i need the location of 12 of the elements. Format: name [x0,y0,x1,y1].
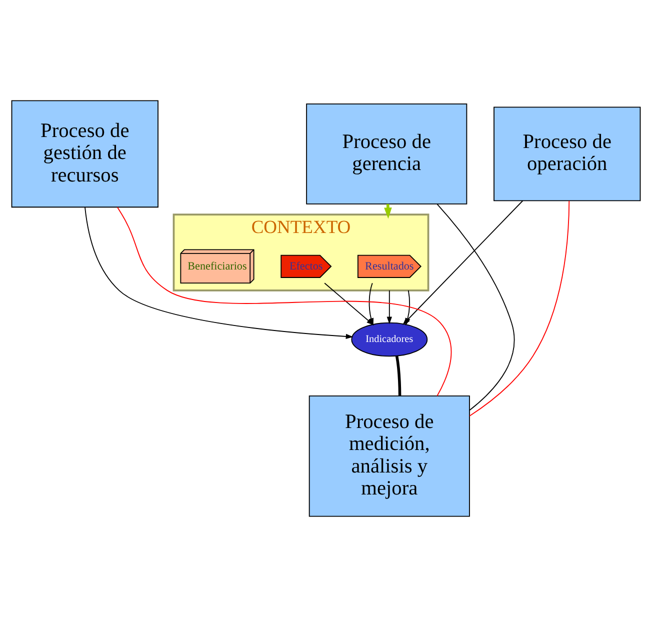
node-box: Proceso de operación [494,106,641,202]
connector [469,200,570,416]
node-box: Proceso de gerencia [306,103,468,204]
connector [116,206,452,396]
connector [436,204,515,411]
connector [395,356,402,396]
node-box: Proceso de medición, análisis y mejora [308,396,470,517]
node-ellipse: Indicadores [351,322,428,357]
arrow [84,206,354,340]
node-box: Proceso de gestión de recursos [11,100,158,208]
arrow [386,290,392,324]
arrow [405,290,410,326]
